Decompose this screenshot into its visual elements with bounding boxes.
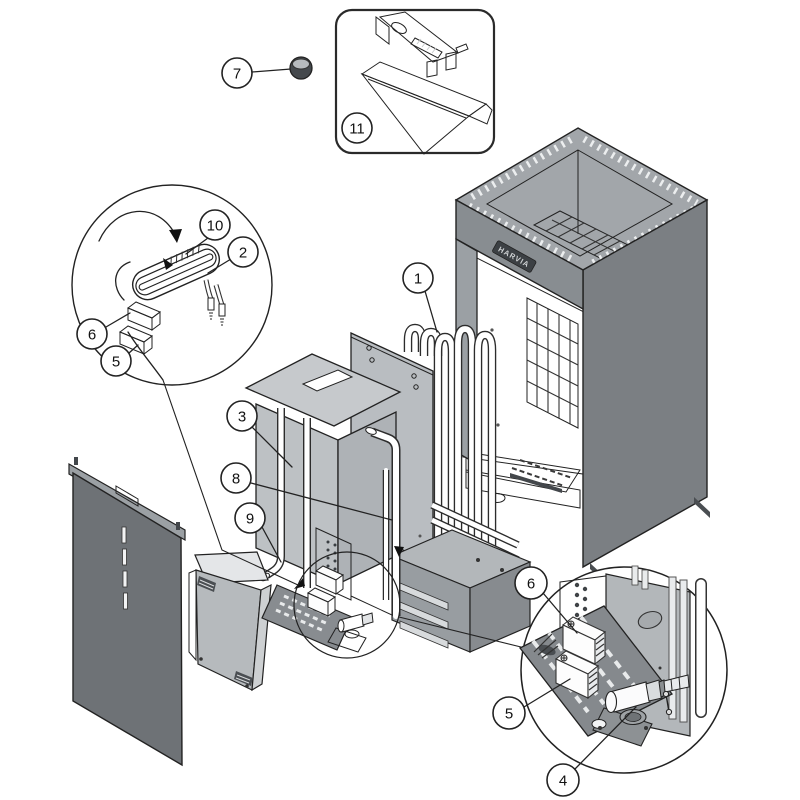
bracket-hatched-slot bbox=[410, 37, 443, 59]
rail bbox=[668, 576, 677, 720]
inset-box-part-11: 11 bbox=[334, 8, 496, 155]
arrowhead bbox=[169, 229, 182, 243]
small-arrowhead bbox=[163, 258, 173, 270]
funnel-part bbox=[360, 61, 493, 155]
connector-block-upper bbox=[127, 301, 161, 331]
junction-cover-panel bbox=[188, 551, 272, 692]
hose-barb bbox=[663, 674, 690, 693]
callout-2: 2 bbox=[207, 236, 259, 274]
element-grate-front bbox=[526, 297, 579, 429]
right-side-panel bbox=[582, 198, 708, 569]
terminal-block-upper bbox=[561, 616, 607, 666]
element-base-box bbox=[390, 529, 532, 653]
callout-11-label: 11 bbox=[349, 121, 365, 138]
callout-10: 10 bbox=[185, 209, 231, 255]
exploded-internal-assembly bbox=[244, 323, 532, 653]
terminal-block-lower-small bbox=[307, 587, 336, 617]
valve-small bbox=[327, 612, 374, 653]
panel-vent-slots bbox=[121, 526, 128, 610]
panel-face bbox=[72, 471, 183, 767]
callout-5-left: 5 bbox=[100, 344, 139, 377]
callout-11: 11 bbox=[341, 112, 373, 144]
callout-2-label: 2 bbox=[239, 245, 247, 262]
callout-6-left: 6 bbox=[76, 312, 131, 350]
pipe-part-8 bbox=[365, 427, 404, 619]
tank-lid-cutout bbox=[301, 369, 354, 392]
callout-1: 1 bbox=[402, 262, 438, 333]
heater-cabinet: HARVIA bbox=[454, 127, 710, 584]
interior-floor bbox=[465, 451, 581, 493]
panel-oval-hole bbox=[637, 610, 663, 630]
connector-block-lower bbox=[119, 325, 153, 355]
terminal-block-lower bbox=[554, 650, 600, 700]
callout-1-label: 1 bbox=[414, 271, 422, 288]
tank-lid bbox=[244, 353, 402, 427]
assembly-arrow bbox=[394, 546, 404, 557]
callout-3-label: 3 bbox=[238, 409, 246, 426]
element-wire bbox=[115, 261, 131, 301]
panel-latch bbox=[115, 485, 139, 507]
callout-10-label: 10 bbox=[207, 218, 224, 235]
detail-source-circle bbox=[293, 551, 401, 659]
callout-3: 3 bbox=[226, 400, 293, 468]
bracket-part bbox=[375, 11, 469, 78]
assembly-arrow-curve bbox=[98, 210, 177, 242]
panel-top-rail bbox=[68, 462, 186, 542]
side-panel-large bbox=[68, 457, 186, 767]
callout-6-right-label: 6 bbox=[527, 576, 535, 593]
heating-element-coil bbox=[132, 243, 220, 301]
knob-part-7: 7 bbox=[221, 56, 313, 89]
detail-link-line-left bbox=[162, 379, 299, 586]
callout-6-left-label: 6 bbox=[88, 327, 96, 344]
junction-box-area bbox=[261, 527, 401, 659]
base-slot bbox=[510, 473, 562, 493]
element-terminal-pins bbox=[203, 279, 226, 326]
callout-6-right: 6 bbox=[514, 566, 578, 634]
callout-5-right: 5 bbox=[492, 678, 571, 730]
ribbed-bracket bbox=[533, 633, 559, 659]
cabinet-foot-right bbox=[694, 497, 710, 518]
inset-box-frame bbox=[334, 8, 496, 155]
rail bbox=[679, 579, 688, 723]
detail-circle-connections bbox=[519, 565, 728, 774]
knob-top bbox=[292, 58, 310, 70]
callouts-layer: 1 2 10 6 5 3 8 bbox=[76, 209, 637, 797]
heating-elements bbox=[430, 324, 520, 564]
callout-5-left-label: 5 bbox=[112, 354, 120, 371]
callout-5-right-label: 5 bbox=[505, 706, 513, 723]
base-box-slot bbox=[399, 620, 449, 649]
callout-4-label: 4 bbox=[559, 773, 567, 790]
bracket-hole bbox=[391, 22, 407, 34]
callout-4: 4 bbox=[546, 706, 637, 797]
top-opening-interior bbox=[485, 149, 674, 257]
callout-9: 9 bbox=[234, 502, 282, 563]
element-loops-rear bbox=[403, 323, 443, 356]
detail-link-line-right bbox=[398, 616, 522, 648]
drain-valve bbox=[591, 674, 690, 747]
rim-vent-slots bbox=[467, 135, 699, 269]
terminal-block-upper-small bbox=[315, 565, 344, 595]
callout-7-label: 7 bbox=[233, 66, 241, 83]
callout-9-label: 9 bbox=[246, 511, 254, 528]
callout-8-label: 8 bbox=[232, 471, 240, 488]
water-tank bbox=[244, 353, 402, 591]
callout-7: 7 bbox=[221, 57, 253, 89]
assembly-arrow bbox=[294, 578, 305, 589]
callout-8: 8 bbox=[220, 462, 393, 521]
